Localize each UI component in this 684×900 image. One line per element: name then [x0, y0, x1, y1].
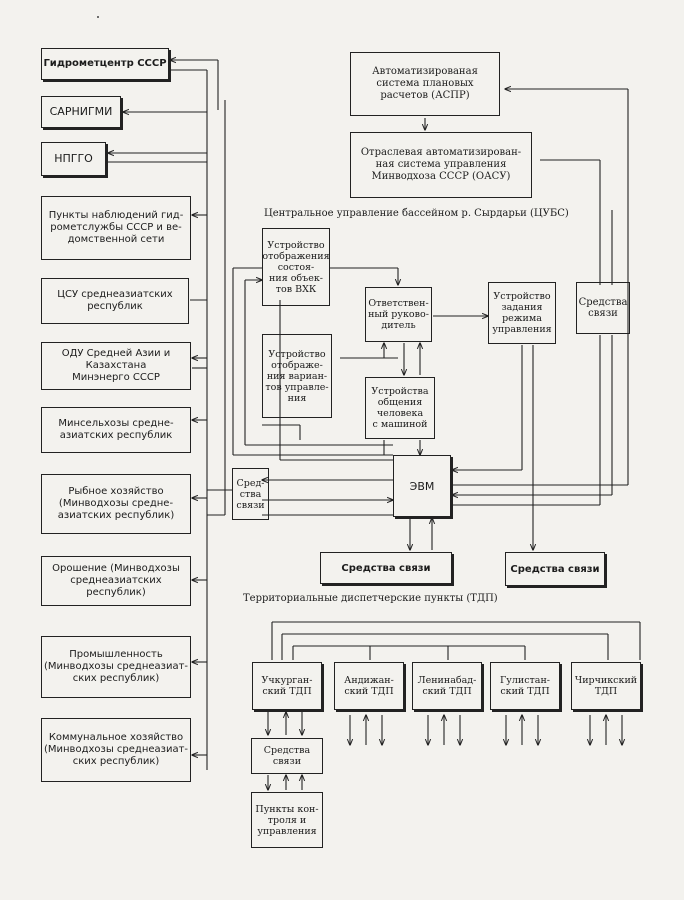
display-variants-box: Устройство отображе- ния вариан- тов упр…: [262, 334, 332, 418]
tdp-caption: Территориальные диспетчерские пункты (ТД…: [243, 593, 498, 604]
minselkhoz-box: Минсельхозы средне- азиатских республик: [41, 407, 191, 453]
irrigation-box: Орошение (Минводхозы среднеазиатских рес…: [41, 556, 191, 606]
communication-right-box: Средства связи: [576, 282, 630, 334]
tdp-andijan-box: Андижан- ский ТДП: [334, 662, 404, 710]
tdp-gulistan-box: Гулистан- ский ТДП: [490, 662, 560, 710]
tsu-republics-box: ЦСУ среднеазиатских республик: [41, 278, 189, 324]
communication-bottom1-box: Средства связи: [320, 552, 452, 584]
display-state-box: Устройство отображения состоя- ния объек…: [262, 228, 330, 306]
central-caption: Центральное управление бассейном р. Сырд…: [264, 208, 569, 219]
responsible-manager-box: Ответствен- ный руково- дитель: [365, 287, 432, 342]
paper-speck: [97, 16, 99, 18]
communal-box: Коммунальное хозяйство (Минводхозы средн…: [41, 718, 191, 782]
aspr-box: Автоматизированая система плановых расче…: [350, 52, 500, 116]
oasu-box: Отраслевая автоматизирован- ная система …: [350, 132, 532, 198]
regime-setting-box: Устройство задания режима управления: [488, 282, 556, 344]
tdp-leninabad-box: Ленинабад- ский ТДП: [412, 662, 482, 710]
communication-bottom2-box: Средства связи: [505, 552, 605, 586]
industry-box: Промышленность (Минводхозы среднеазиат- …: [41, 636, 191, 698]
odu-central-asia-box: ОДУ Средней Азии и Казахстана Минэнерго …: [41, 342, 191, 390]
sarnigmi-box: САРНИГМИ: [41, 96, 121, 128]
tdp-communication-box: Средства связи: [251, 738, 323, 774]
observation-points-box: Пункты наблюдений гид- рометслужбы СССР …: [41, 196, 191, 260]
communication-left-box: Сред- ства связи: [232, 468, 269, 520]
tdp-chirchik-box: Чирчикский ТДП: [571, 662, 641, 710]
npggo-box: НПГГО: [41, 142, 106, 176]
fishery-box: Рыбное хозяйство (Минводхозы средне- ази…: [41, 474, 191, 534]
hydromet-center-box: Гидрометцентр СССР: [41, 48, 169, 80]
tdp-uchkurgan-box: Учкурган- ский ТДП: [252, 662, 322, 710]
evm-box: ЭВМ: [393, 455, 451, 517]
human-machine-box: Устройства общения человека с машиной: [365, 377, 435, 439]
control-points-box: Пункты кон- троля и управления: [251, 792, 323, 848]
